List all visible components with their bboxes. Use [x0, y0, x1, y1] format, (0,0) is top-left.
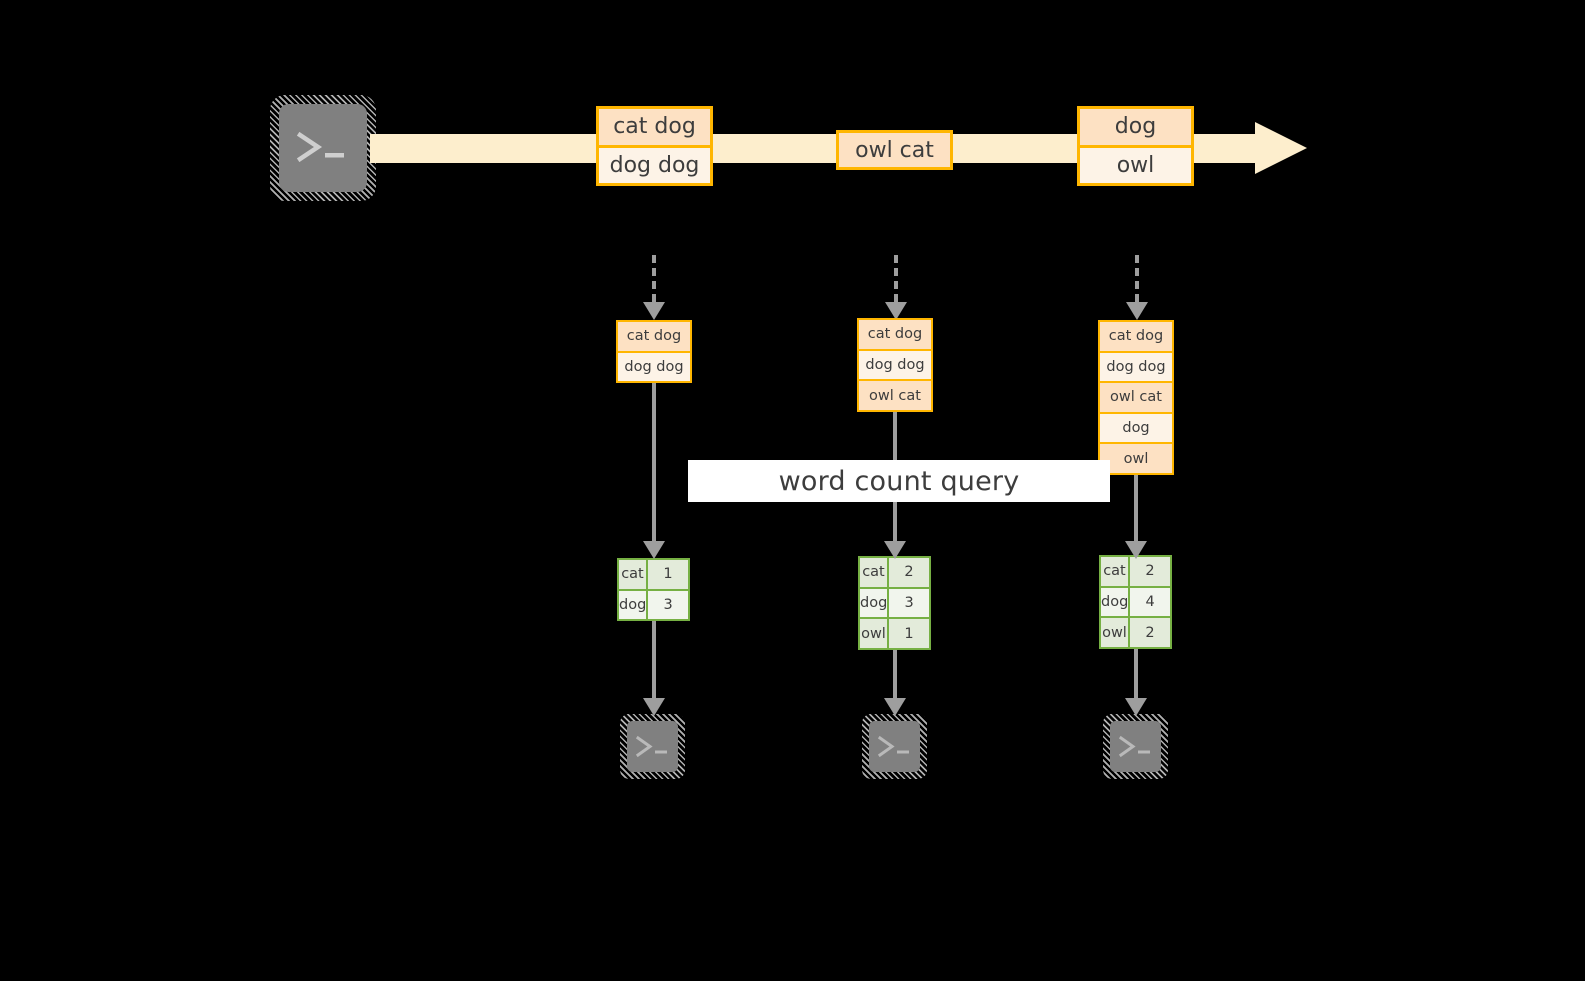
- stream-record-batch-3: dog owl: [1077, 106, 1194, 186]
- icon-body: [1110, 721, 1161, 772]
- result-count: 4: [1128, 587, 1170, 617]
- connector-arrowhead: [1125, 541, 1147, 559]
- table-row: cat 2: [1101, 557, 1170, 586]
- connector-line: [893, 650, 897, 698]
- prompt-glyph: [627, 721, 678, 772]
- result-word: dog: [619, 590, 647, 619]
- prompt-glyph: [869, 721, 920, 772]
- connector-arrowhead: [1126, 302, 1148, 320]
- table-row: dog 4: [1101, 585, 1170, 617]
- query-label-text: word count query: [778, 465, 1020, 497]
- stack-line: cat dog: [618, 322, 690, 351]
- stack-line: cat dog: [1100, 322, 1172, 351]
- record-line: dog: [1080, 109, 1191, 145]
- stack-line: dog: [1100, 411, 1172, 443]
- result-word: cat: [619, 560, 646, 589]
- stream-arrowhead: [1255, 122, 1307, 174]
- connector-line: [652, 621, 656, 698]
- input-stack-stage-1: cat dog dog dog: [616, 320, 692, 383]
- result-table-stage-2: cat 2 dog 3 owl 1: [858, 556, 931, 650]
- terminal-icon-sink-3: [1103, 714, 1168, 779]
- stack-line: dog dog: [859, 348, 931, 380]
- query-label: word count query: [688, 460, 1110, 502]
- stream-record-batch-2: owl cat: [836, 130, 953, 170]
- result-count: 2: [1127, 557, 1170, 586]
- record-line: cat dog: [599, 109, 710, 145]
- connector-arrowhead: [643, 302, 665, 320]
- table-row: cat 1: [619, 560, 688, 589]
- table-row: cat 2: [860, 558, 929, 587]
- connector-arrowhead: [884, 541, 906, 559]
- stream-record-batch-1: cat dog dog dog: [596, 106, 713, 186]
- connector-arrowhead: [884, 698, 906, 716]
- result-count: 2: [1127, 618, 1170, 648]
- record-line: owl cat: [839, 133, 950, 167]
- result-word: owl: [860, 619, 887, 649]
- result-table-stage-1: cat 1 dog 3: [617, 558, 690, 621]
- record-line: dog dog: [599, 144, 710, 183]
- stack-line: cat dog: [859, 320, 931, 349]
- stack-line: dog dog: [1100, 350, 1172, 382]
- table-row: dog 3: [860, 586, 929, 618]
- stream-band-taper: [1240, 134, 1258, 163]
- icon-body: [279, 104, 367, 192]
- stack-line: dog dog: [618, 350, 690, 381]
- result-count: 3: [887, 588, 929, 618]
- connector-line: [652, 383, 656, 541]
- result-count: 3: [646, 590, 688, 619]
- result-count: 1: [886, 619, 929, 649]
- connector-line: [652, 255, 656, 302]
- connector-line: [1134, 475, 1138, 541]
- stack-line: owl cat: [1100, 381, 1172, 412]
- input-stack-stage-3: cat dog dog dog owl cat dog owl: [1098, 320, 1174, 475]
- stack-line: owl cat: [859, 379, 931, 411]
- connector-arrowhead: [1125, 698, 1147, 716]
- prompt-glyph: [279, 104, 367, 192]
- result-count: 2: [886, 558, 929, 587]
- terminal-icon-sink-1: [620, 714, 685, 779]
- result-word: cat: [1101, 557, 1128, 586]
- prompt-glyph: [1110, 721, 1161, 772]
- result-count: 1: [645, 560, 688, 589]
- result-word: dog: [1101, 587, 1129, 617]
- connector-arrowhead: [643, 541, 665, 559]
- result-word: owl: [1101, 618, 1128, 648]
- terminal-icon-sink-2: [862, 714, 927, 779]
- icon-body: [627, 721, 678, 772]
- table-row: owl 2: [1101, 616, 1170, 648]
- connector-arrowhead: [643, 698, 665, 716]
- connector-line: [894, 255, 898, 302]
- table-row: dog 3: [619, 588, 688, 619]
- result-word: dog: [860, 588, 888, 618]
- connector-arrowhead: [885, 302, 907, 320]
- connector-line: [1135, 255, 1139, 302]
- result-word: cat: [860, 558, 887, 587]
- terminal-icon-source: [270, 95, 376, 201]
- stack-line: owl: [1100, 442, 1172, 473]
- record-line: owl: [1080, 144, 1191, 183]
- result-table-stage-3: cat 2 dog 4 owl 2: [1099, 555, 1172, 649]
- table-row: owl 1: [860, 617, 929, 649]
- connector-line: [1134, 649, 1138, 698]
- input-stack-stage-2: cat dog dog dog owl cat: [857, 318, 933, 412]
- icon-body: [869, 721, 920, 772]
